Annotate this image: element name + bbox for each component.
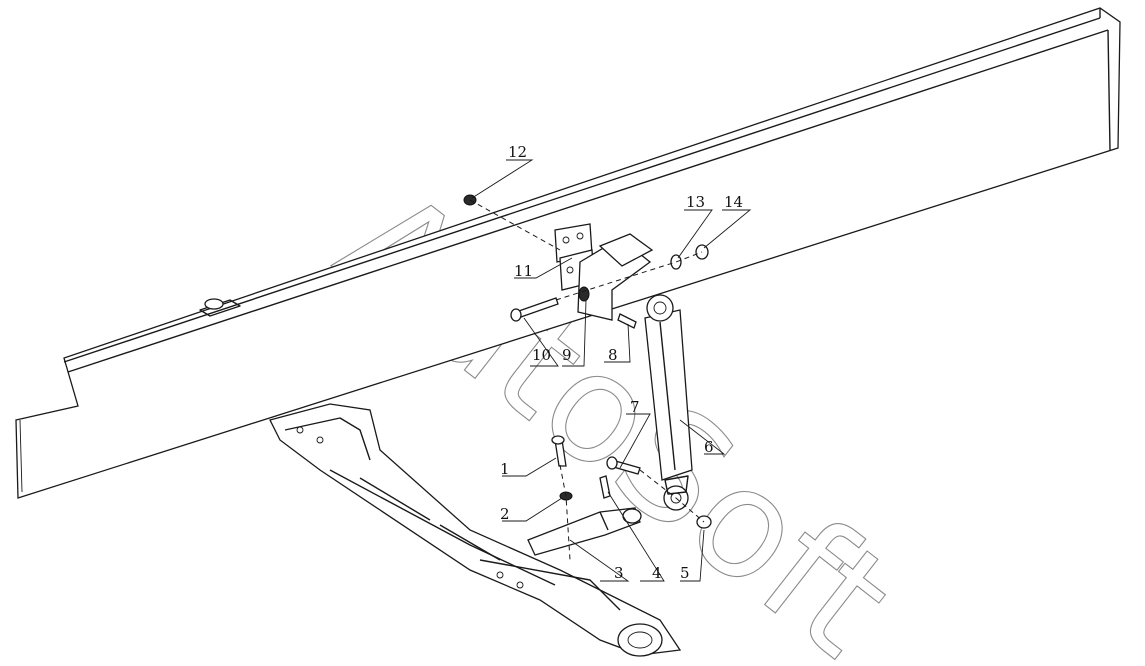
callout-11: 11 [514,262,533,280]
callout-2: 2 [500,505,510,523]
callout-14: 14 [724,193,743,211]
bolt-8 [617,313,637,329]
callout-12: 12 [508,143,527,161]
callout-8: 8 [608,346,618,364]
callout-4: 4 [652,564,662,582]
callout-13: 13 [686,193,705,211]
bolt-1 [551,435,567,467]
bolt-7 [606,456,641,475]
callout-6: 6 [704,438,714,456]
washer-13 [670,254,682,270]
callout-7: 7 [630,398,640,416]
shock-absorber [644,294,693,511]
leader-lines [471,159,752,582]
lower-shock-bracket [527,507,642,556]
callout-9: 9 [562,346,572,364]
callout-1: 1 [500,460,510,478]
bolt-10 [510,297,559,322]
callout-5: 5 [680,564,690,582]
callout-3: 3 [614,564,624,582]
callout-labels: 1 2 3 4 5 6 7 8 9 10 11 12 13 14 [500,143,743,582]
front-axle [269,403,682,657]
assembly-lines [469,199,705,561]
callout-10: 10 [532,346,551,364]
